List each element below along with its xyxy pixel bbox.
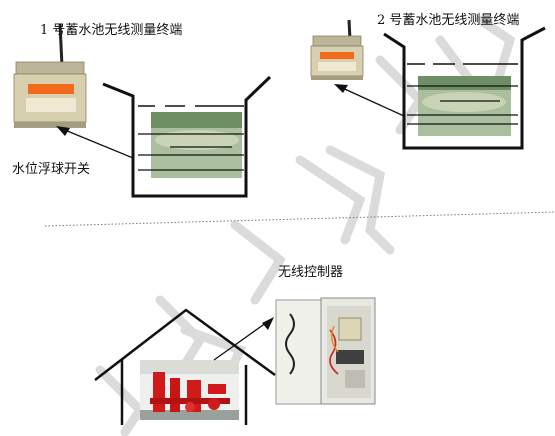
tank2-to-device-arrow [334, 84, 405, 117]
terminal2-label: 2 号蓄水池无线测量终端 [377, 13, 520, 28]
tank1 [102, 75, 272, 198]
pump-house [94, 308, 276, 425]
wireless-controller-device [275, 297, 376, 405]
terminal2-device [310, 19, 364, 80]
terminal1-device [13, 23, 87, 128]
terminal1-label: 1 号蓄水池无线测量终端 [40, 23, 183, 38]
section-divider [44, 211, 555, 227]
float-switch-label: 水位浮球开关 [12, 162, 91, 177]
float-switch-arrow [56, 126, 134, 159]
tank2 [383, 26, 546, 150]
controller-arrow [213, 317, 274, 361]
controller-label: 无线控制器 [278, 265, 344, 280]
